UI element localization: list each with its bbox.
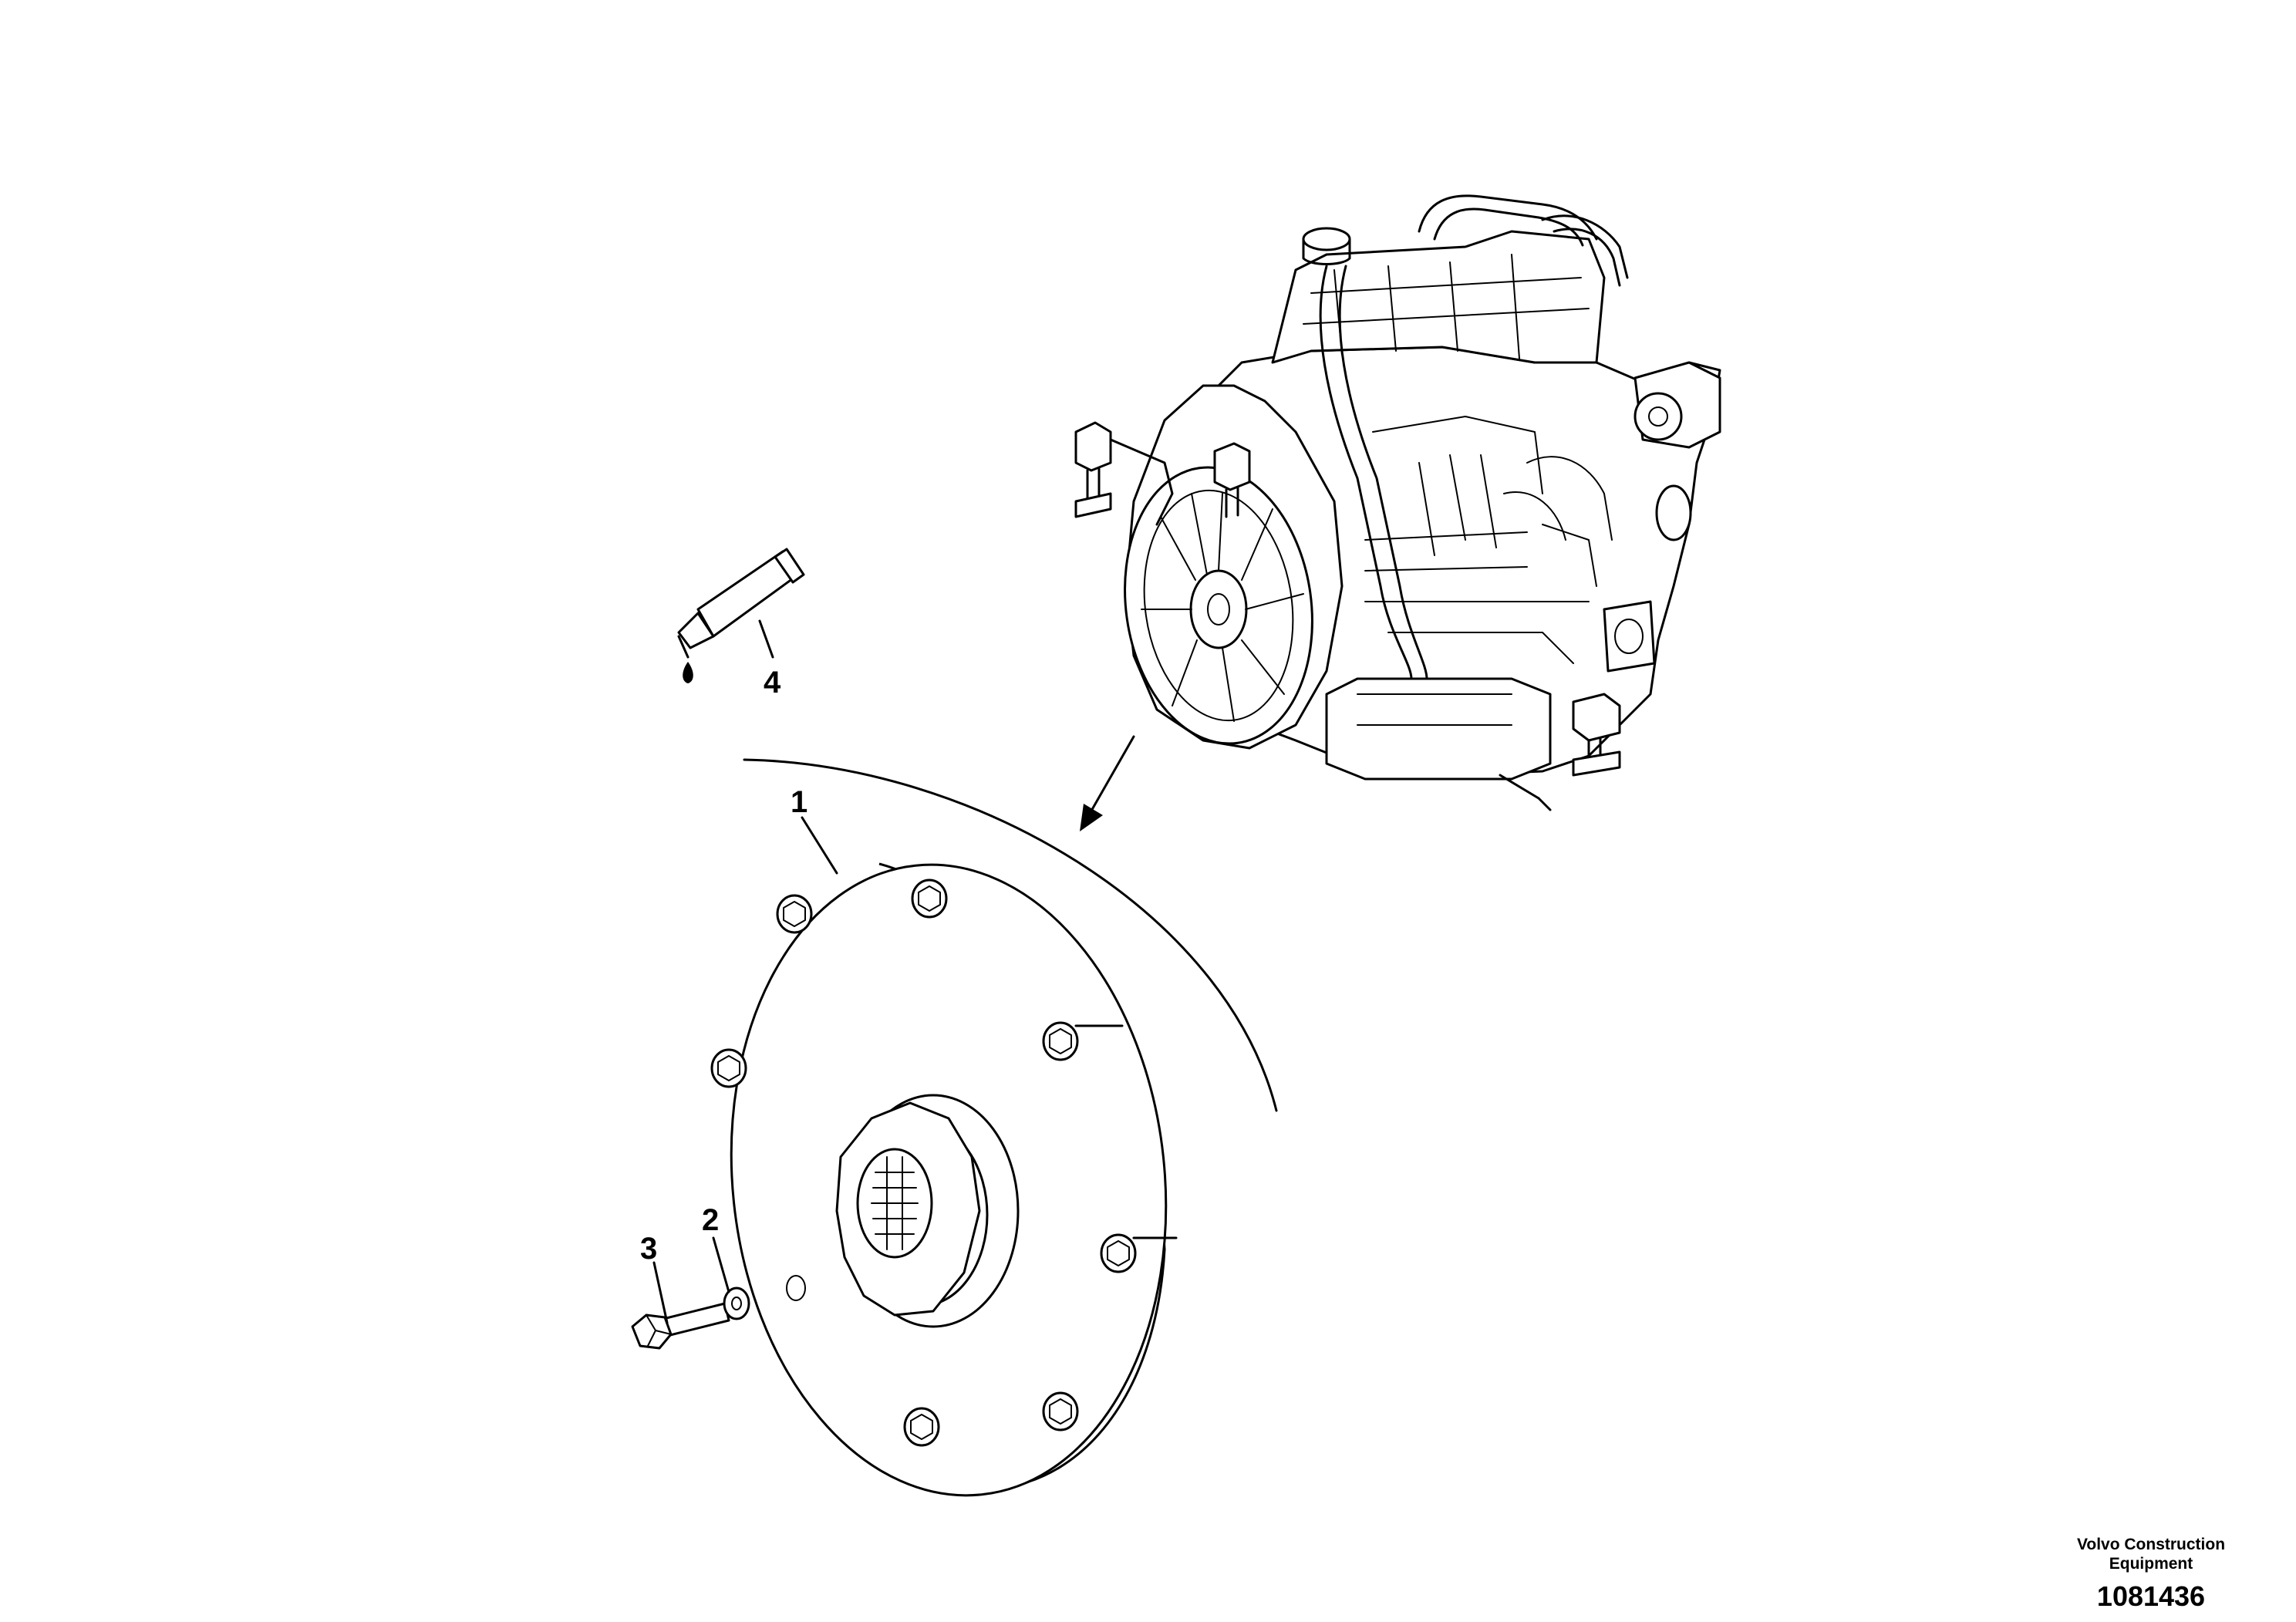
callout-2: 2 [702, 1203, 719, 1237]
company-line-1: Volvo Construction [2076, 1536, 2226, 1553]
callout-1: 1 [791, 785, 807, 819]
drawing-number: 1081436 [2096, 1580, 2206, 1612]
flexplate [710, 862, 1178, 1497]
callout-leaders [652, 619, 838, 1324]
sealant-tube-icon [677, 548, 805, 683]
callout-3: 3 [640, 1232, 657, 1266]
housing-arc [743, 758, 1278, 1112]
engine-illustration [1074, 194, 1721, 831]
bolt [631, 1302, 730, 1350]
company-line-2: Equipment [2109, 1555, 2193, 1573]
drawing-footer: Volvo Construction Equipment 1081436 [2051, 1535, 2251, 1614]
callout-4: 4 [764, 666, 781, 700]
rim-bolts [710, 878, 1178, 1447]
washer [723, 1286, 750, 1320]
